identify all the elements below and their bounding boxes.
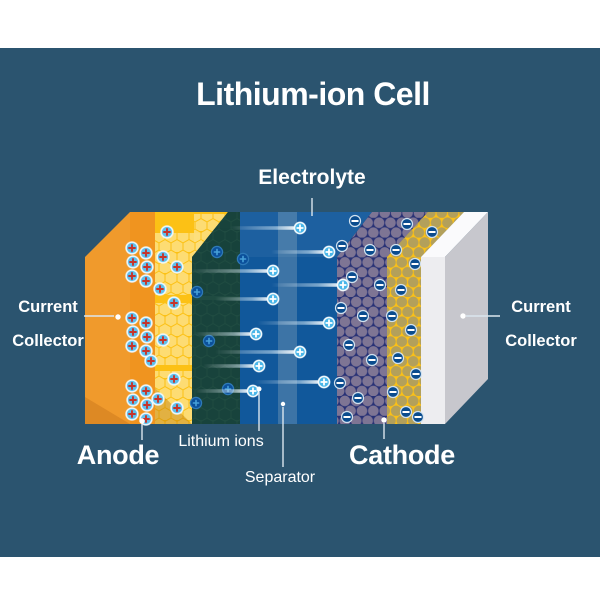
plus-ion-icon <box>210 245 224 259</box>
plus-ion-icon <box>124 310 140 326</box>
plus-ion-icon <box>152 281 168 297</box>
minus-ion-icon <box>399 405 413 419</box>
electrolyte-label: Electrolyte <box>258 166 366 189</box>
plus-ion-icon <box>138 245 154 261</box>
minus-ion-icon <box>345 270 359 284</box>
plus-ion-icon <box>124 268 140 284</box>
plus-ion-icon <box>292 220 308 236</box>
separator-label: Separator <box>244 469 316 486</box>
minus-ion-icon <box>394 283 408 297</box>
anode-leader-dot <box>139 418 145 424</box>
collector-top-face <box>421 212 488 257</box>
plus-ion-icon <box>124 338 140 354</box>
plus-ion-icon <box>150 391 166 407</box>
plus-ion-icon <box>316 374 332 390</box>
minus-ion-icon <box>335 239 349 253</box>
current-collector-left-label: Current Collector <box>12 290 84 358</box>
plus-ion-icon <box>166 295 182 311</box>
plus-ion-icon <box>155 332 171 348</box>
plus-ion-icon <box>169 259 185 275</box>
plus-ion-icon <box>265 291 281 307</box>
lithium-ions-leader-dot <box>256 386 262 392</box>
separator-leader-dot <box>280 401 286 407</box>
cathode-particles <box>387 212 464 424</box>
minus-ion-icon <box>351 391 365 405</box>
minus-ion-icon <box>408 257 422 271</box>
plus-ion-icon <box>189 396 203 410</box>
current-collector-left-line1: Current <box>18 298 78 316</box>
plus-ion-icon <box>125 392 141 408</box>
plus-ion-icon <box>159 224 175 240</box>
lithium-ions-label: Lithium ions <box>178 433 264 450</box>
plus-ion-icon <box>221 382 235 396</box>
minus-ion-icon <box>363 243 377 257</box>
minus-ion-icon <box>389 243 403 257</box>
current-collector-right-label: Current Collector <box>505 290 577 358</box>
current-collector-right-leader-dot <box>460 313 466 319</box>
plus-ion-icon <box>236 252 250 266</box>
minus-ion-icon <box>333 376 347 390</box>
minus-ion-icon <box>340 410 354 424</box>
plus-ion-icon <box>138 383 154 399</box>
plus-ion-icon <box>139 259 155 275</box>
current-collector-right-line2: Collector <box>505 332 577 350</box>
plus-ion-icon <box>265 263 281 279</box>
plus-ion-icon <box>143 353 159 369</box>
plus-ion-icon <box>124 406 140 422</box>
plus-ion-icon <box>155 249 171 265</box>
moving-lithium-ions <box>191 220 351 399</box>
minus-ion-icon <box>404 323 418 337</box>
plus-ion-icon <box>166 371 182 387</box>
plus-ion-icon <box>169 400 185 416</box>
plus-ion-icon <box>202 334 216 348</box>
plus-ion-icon <box>321 315 337 331</box>
cathode-shadow-particles <box>337 212 428 424</box>
current-collector-left-leader-dot <box>115 314 121 320</box>
minus-ion-icon <box>342 338 356 352</box>
minus-ion-icon <box>386 385 400 399</box>
plus-ion-icon <box>124 240 140 256</box>
anode-label: Anode <box>76 440 160 470</box>
minus-ion-icon <box>365 353 379 367</box>
minus-ion-icon <box>334 301 348 315</box>
cathode-leader-dot <box>381 417 387 423</box>
minus-ion-icon <box>409 367 423 381</box>
plus-ion-icon <box>292 344 308 360</box>
minus-ion-icon <box>373 278 387 292</box>
collector-edge-highlight <box>85 212 130 424</box>
plus-ion-icon <box>139 329 155 345</box>
plus-ion-icon <box>251 358 267 374</box>
current-collector-cathode-layer <box>421 257 445 424</box>
minus-ion-icon <box>425 225 439 239</box>
plus-ion-icon <box>125 324 141 340</box>
collector-bottom-shade <box>85 397 130 424</box>
leader-dots <box>115 313 466 424</box>
minus-ion-icon <box>391 351 405 365</box>
plus-ion-icon <box>138 315 154 331</box>
plus-ion-icon <box>190 285 204 299</box>
minus-ion-icon <box>356 309 370 323</box>
cathode-label: Cathode <box>349 440 455 470</box>
minus-ion-icon <box>348 214 362 228</box>
plus-ion-icon <box>125 254 141 270</box>
cell-layers <box>85 212 488 424</box>
current-collector-right-line1: Current <box>511 298 571 316</box>
plus-ion-icon <box>321 244 337 260</box>
minus-ion-icon <box>411 410 425 424</box>
page-title: Lithium-ion Cell <box>196 76 430 112</box>
minus-ion-icon <box>385 309 399 323</box>
leader-lines <box>84 198 500 467</box>
plus-ion-icon <box>138 273 154 289</box>
collector-side-face <box>445 212 488 424</box>
plus-ion-icon <box>124 378 140 394</box>
minus-ion-icon <box>400 217 414 231</box>
plus-ion-icon <box>248 326 264 342</box>
separator-strip <box>278 212 297 424</box>
current-collector-left-line2: Collector <box>12 332 84 350</box>
